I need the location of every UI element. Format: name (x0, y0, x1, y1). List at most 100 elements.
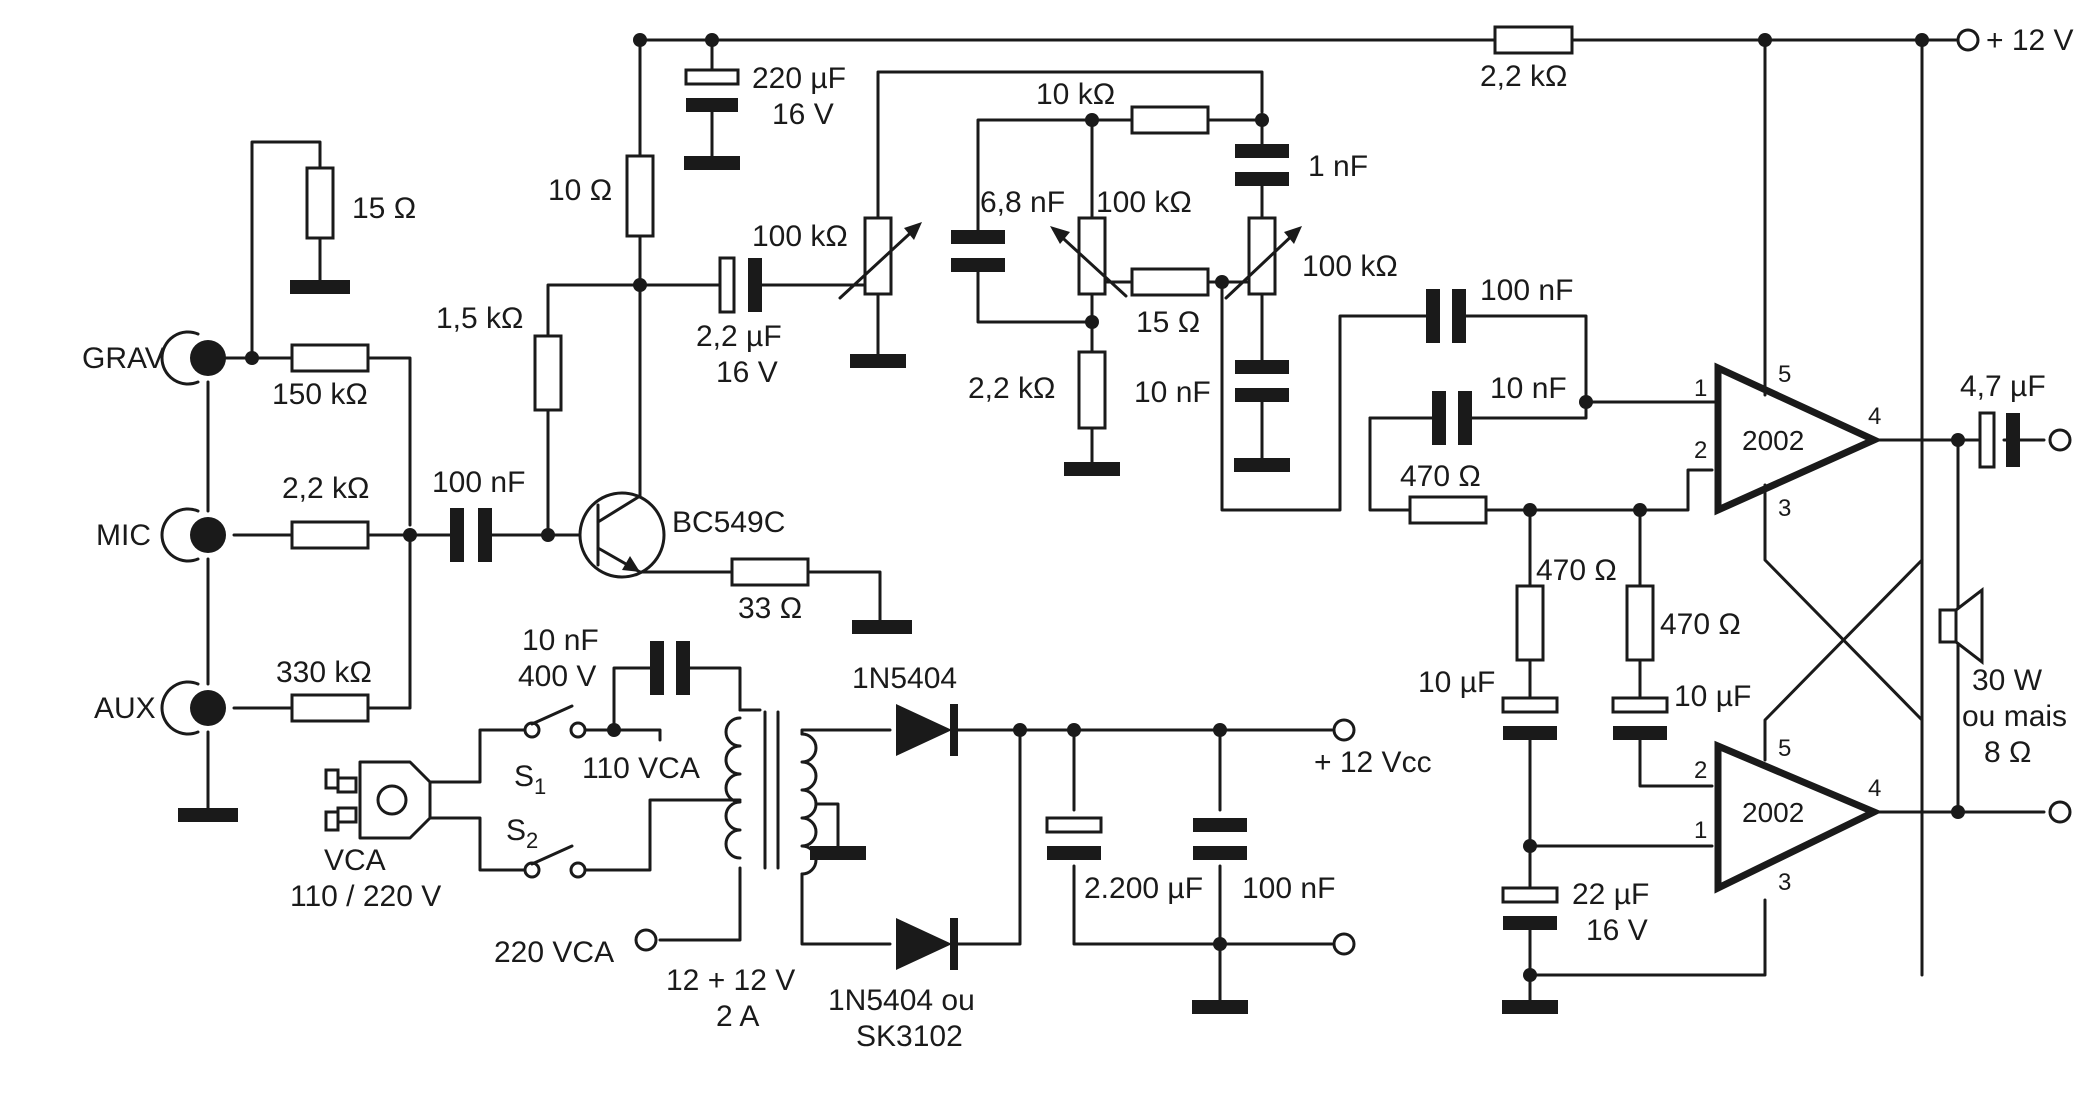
label-100n-input: 100 nF (432, 466, 525, 499)
label-100n-psu: 100 nF (1242, 872, 1335, 905)
label-s1: S1 (514, 760, 546, 799)
label-470-fb: 470 Ω (1400, 460, 1481, 493)
label-2u2-v: 16 V (716, 356, 778, 389)
cap-10u-b-plate-b (1613, 726, 1667, 740)
cap-220u-plate-a (684, 68, 740, 86)
label-150k: 150 kΩ (272, 378, 368, 411)
resistor-10-ohm (625, 154, 655, 238)
aux-jack[interactable] (160, 680, 226, 736)
switch-s1[interactable] (523, 704, 587, 739)
cap-4u7-plate-b (2006, 413, 2020, 467)
label-bc549c: BC549C (672, 506, 785, 539)
mains-wire (428, 728, 528, 872)
resistor-2k2-top (1493, 25, 1574, 55)
tone-out-wire (1220, 280, 1702, 512)
grav-wire (206, 140, 412, 527)
cap-100n-ic-plate-a (1426, 289, 1440, 343)
cap-100n-ic-plate-b (1452, 289, 1466, 343)
terminal-vcc[interactable] (1332, 718, 1356, 742)
ground-33 (852, 620, 912, 634)
label-2u2: 2,2 µF (696, 320, 782, 353)
label-vca-range: 110 / 220 V (290, 880, 441, 913)
grav-label: GRAV (82, 342, 165, 375)
switch-s2[interactable] (523, 844, 587, 879)
pot-100k-volume[interactable] (838, 216, 922, 300)
cap-2u2-plate-a (718, 256, 736, 314)
ic-bottom-pin5: 5 (1778, 735, 1791, 762)
terminal-out-bottom[interactable] (2048, 800, 2072, 824)
label-470-b: 470 Ω (1660, 608, 1741, 641)
label-2k2-tone: 2,2 kΩ (968, 372, 1055, 405)
label-speaker-imp: 8 Ω (1984, 736, 2031, 769)
terminal-out-top[interactable] (2048, 428, 2072, 452)
ic-bottom-pin4: 4 (1868, 775, 1881, 802)
cap-10n-tone-plate-a (1235, 360, 1289, 374)
ic-2002-top (1714, 362, 1883, 516)
terminal-psu-ground[interactable] (1332, 932, 1356, 956)
cap-100n-input-a (450, 508, 464, 562)
resistor-1k5 (533, 334, 563, 412)
label-diode-bottom: 1N5404 ou (828, 984, 975, 1017)
ground-2k2-tone (1064, 462, 1120, 476)
label-speaker-ormore: ou mais (1962, 700, 2067, 733)
label-transformer-current: 2 A (716, 1000, 759, 1033)
label-1n: 1 nF (1308, 150, 1368, 183)
resistor-10k (1130, 105, 1210, 135)
ground-vol (850, 354, 906, 368)
label-22u: 22 µF (1572, 878, 1649, 911)
cap-6n8-plate-a (951, 230, 1005, 244)
ground-10n-tone (1234, 458, 1290, 472)
label-2k2-top: 2,2 kΩ (1480, 60, 1567, 93)
cap-10u-a-plate-a (1501, 696, 1559, 714)
label-33: 33 Ω (738, 592, 802, 625)
pot-100k-bass[interactable] (1050, 216, 1128, 298)
supply-bus (1528, 38, 1924, 977)
label-100k-treble: 100 kΩ (1302, 250, 1398, 283)
mic-label: MIC (96, 519, 151, 552)
label-220vca: 220 VCA (494, 936, 614, 969)
pot-100k-treble[interactable] (1224, 216, 1302, 300)
cap-10n-ic-plate-b (1458, 391, 1472, 445)
label-speaker-power: 30 W (1972, 664, 2043, 697)
resistor-150k (290, 343, 370, 373)
resistor-15-tone (1130, 267, 1210, 297)
label-10u-a: 10 µF (1418, 666, 1495, 699)
label-diode-bottom-alt: SK3102 (856, 1020, 963, 1053)
ic-bottom-pin3: 3 (1778, 869, 1791, 896)
ic-top-pin5: 5 (1778, 361, 1791, 388)
resistor-33 (730, 557, 810, 587)
label-4u7: 4,7 µF (1960, 370, 2046, 403)
cap-100n-psu-plate-a (1193, 818, 1247, 832)
label-10n-mains: 10 nF (522, 624, 599, 657)
terminal-220vca[interactable] (634, 928, 658, 952)
label-vcc: + 12 Vcc (1314, 746, 1432, 779)
ic-2002-bottom (1714, 740, 1883, 894)
transformer (658, 708, 892, 946)
speaker-icon (1938, 586, 1984, 666)
label-diode-top: 1N5404 (852, 662, 957, 695)
ic-bottom-pin2: 2 (1694, 757, 1707, 784)
label-15-ohm: 15 Ω (352, 192, 416, 225)
label-2k2-mic: 2,2 kΩ (282, 472, 369, 505)
label-110vca: 110 VCA (582, 752, 700, 785)
aux-label: AUX (94, 692, 156, 725)
cap-1n-plate-b (1235, 172, 1289, 186)
cap-6n8-plate-b (951, 258, 1005, 272)
cap-10n-tone-plate-b (1235, 388, 1289, 402)
mic-jack[interactable] (160, 507, 226, 563)
label-1k5: 1,5 kΩ (436, 302, 523, 335)
terminal-12v[interactable] (1956, 28, 1980, 52)
label-10n-mains-v: 400 V (518, 660, 596, 693)
cap-10n-mains-plate-a (650, 641, 664, 695)
ground-220u (684, 156, 740, 170)
diode-1n5404-top (896, 704, 958, 756)
label-100n-ic: 100 nF (1480, 274, 1573, 307)
resistor-470-a (1515, 584, 1545, 662)
ground-15-ohm (290, 280, 350, 294)
label-470-a: 470 Ω (1536, 554, 1617, 587)
cap-10u-a-plate-b (1503, 726, 1557, 740)
cap-2u2-plate-b (748, 258, 762, 312)
label-10n-ic: 10 nF (1490, 372, 1567, 405)
resistor-470-fb (1408, 495, 1488, 525)
